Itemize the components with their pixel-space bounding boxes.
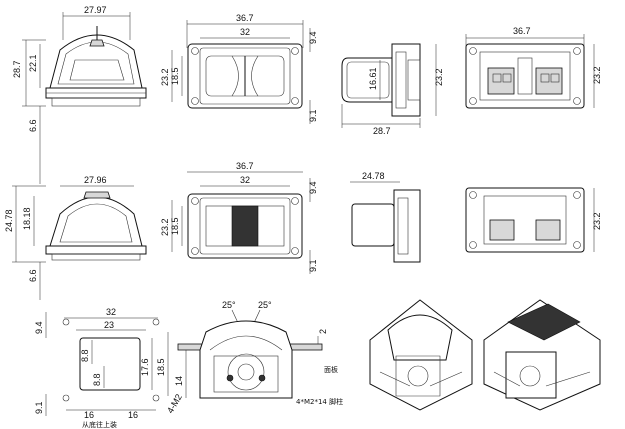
dim-mid-top-inner: 32	[240, 175, 250, 185]
screw-note: 4*M2*14 脚柱	[296, 397, 343, 406]
dim-cutout-half2: 8.8	[92, 373, 102, 386]
dim-mid-top-h1: 23.2	[160, 218, 170, 236]
dim-front-top-width: 27.97	[84, 5, 107, 15]
panel-cutout: 32 23 9.4 8.8 8.8 17.6 18.5 9.1 16 16 4-…	[34, 307, 184, 429]
section-view: 25° 25° 14 2 面板 4*M2*14 脚柱	[174, 300, 343, 406]
dim-cutout-pitch-left: 16	[84, 410, 94, 420]
install-note: 从底往上装	[82, 420, 117, 429]
isometric-view-1	[369, 299, 473, 411]
dim-cutout-half1: 8.8	[80, 349, 90, 362]
dim-top-view-h2: 18.5	[170, 67, 180, 85]
dim-cutout-inner: 23	[104, 320, 114, 330]
dim-panel-thickness: 2	[318, 329, 328, 334]
dim-back-width: 36.7	[513, 26, 531, 36]
dim-cutout-top: 9.4	[34, 321, 44, 334]
angle-left: 25°	[222, 300, 236, 310]
back-view-1: 36.7 23.2	[465, 26, 602, 109]
dim-offset-top: 6.6	[28, 119, 38, 132]
dim-front-top-total-h: 28.7	[12, 60, 22, 78]
dim-top-view-bottom: 9.1	[308, 109, 318, 122]
dim-front-mid-width: 27.96	[84, 175, 107, 185]
dim-cutout-h2: 18.5	[156, 358, 166, 376]
dim-top-view-width: 36.7	[236, 13, 254, 23]
dim-mid-side-width: 24.78	[362, 171, 385, 181]
dim-side-right-h: 23.2	[434, 68, 444, 86]
dim-mid-back-h: 23.2	[592, 212, 602, 230]
front-view-mid: 27.96 24.78 18.18 6.6	[4, 175, 147, 300]
dim-cutout-w: 32	[106, 307, 116, 317]
dim-front-mid-total: 24.78	[4, 209, 14, 232]
dim-mid-top-width: 36.7	[236, 161, 254, 171]
side-view-1: 16.61 28.7 23.2	[341, 43, 444, 136]
angle-right: 25°	[258, 300, 272, 310]
dim-mid-top-bottom: 9.1	[308, 259, 318, 272]
dim-cutout-pitch-right: 16	[128, 410, 138, 420]
dim-side-w: 28.7	[373, 126, 391, 136]
dim-top-view-top: 9.4	[308, 31, 318, 44]
front-view-top: 27.97 28.7 22.1 6.6	[12, 5, 147, 184]
dim-front-top-inner-h: 22.1	[28, 54, 38, 72]
dim-cutout-bottom: 9.1	[34, 401, 44, 414]
dim-top-view-h1: 23.2	[160, 68, 170, 86]
back-view-2: 23.2	[465, 187, 602, 253]
dim-section-h: 14	[174, 376, 184, 386]
isometric-view-2	[483, 299, 601, 411]
dim-top-view-inner: 32	[240, 27, 250, 37]
dim-front-mid-inner: 18.18	[22, 207, 32, 230]
panel-label: 面板	[324, 365, 338, 374]
top-view-1: 36.7 32 23.2 18.5 9.4 9.1	[160, 13, 318, 124]
side-view-2: 24.78	[350, 171, 421, 263]
dim-back-h: 23.2	[592, 66, 602, 84]
dim-offset-mid: 6.6	[28, 269, 38, 282]
top-view-2: 36.7 32 23.2 18.5 9.4 9.1	[160, 161, 318, 274]
dim-side-h: 16.61	[368, 67, 378, 90]
dim-cutout-h1: 17.6	[140, 358, 150, 376]
dim-mid-top-top: 9.4	[308, 181, 318, 194]
dim-mid-top-h2: 18.5	[170, 217, 180, 235]
